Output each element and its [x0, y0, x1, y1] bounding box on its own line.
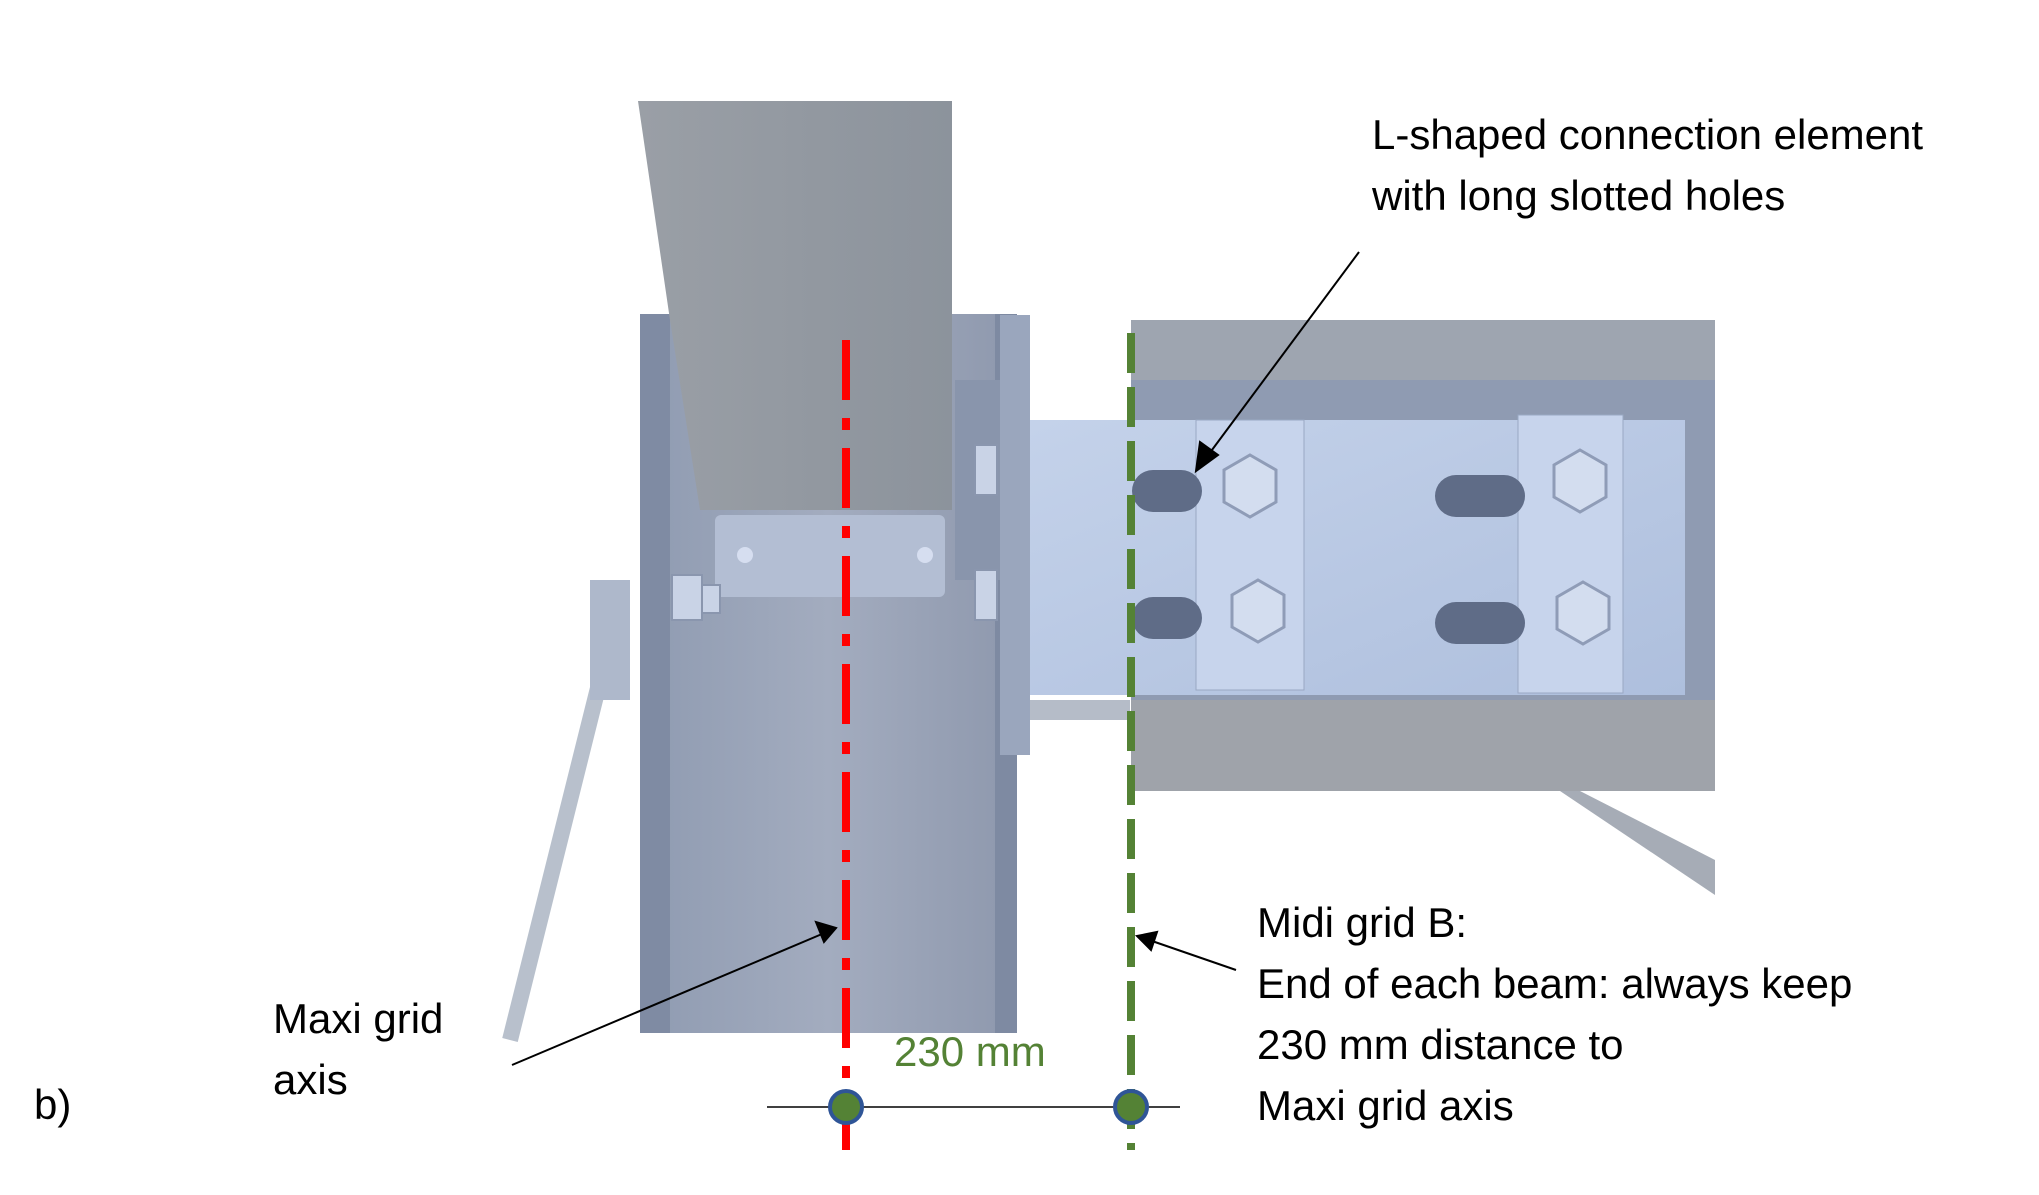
- right-beam: [1030, 320, 1715, 895]
- connection-arrow-head: [1194, 440, 1220, 474]
- midi-label-line-3: 230 mm distance to: [1257, 1021, 1624, 1068]
- column: [638, 101, 952, 597]
- maxi-axis-point: [828, 1089, 864, 1125]
- connection-element-label: L-shaped connection element with long sl…: [1372, 104, 1923, 226]
- connection-label-line-1: L-shaped connection element: [1372, 111, 1924, 158]
- midi-arrow-head: [1134, 930, 1159, 952]
- dimension-label: 230 mm: [894, 1028, 1046, 1075]
- connection-label-line-2: with long slotted holes: [1372, 172, 1786, 219]
- midi-label-line-4: Maxi grid axis: [1257, 1082, 1514, 1129]
- end-plate: [1000, 315, 1030, 755]
- maxi-arrow-head: [814, 920, 838, 944]
- rod-clevis: [590, 580, 630, 700]
- maxi-grid-axis-label: Maxi grid axis: [273, 988, 443, 1110]
- connection-arrow-line: [1205, 251, 1360, 459]
- tension-rod: [502, 678, 608, 1042]
- panel-label: b): [34, 1081, 72, 1128]
- maxi-arrow-line: [511, 933, 823, 1066]
- midi-label-line-2: End of each beam: always keep: [1257, 960, 1853, 1007]
- maxi-label-line-1: Maxi grid: [273, 995, 444, 1042]
- midi-grid-label: Midi grid B: End of each beam: always ke…: [1257, 892, 1852, 1136]
- bolts: [1222, 448, 1611, 646]
- midi-label-line-1: Midi grid B:: [1257, 899, 1468, 946]
- maxi-label-line-2: axis: [273, 1056, 348, 1103]
- midi-arrow-line: [1151, 940, 1237, 971]
- slotted-holes: [1132, 470, 1525, 644]
- midi-axis-point: [1113, 1089, 1149, 1125]
